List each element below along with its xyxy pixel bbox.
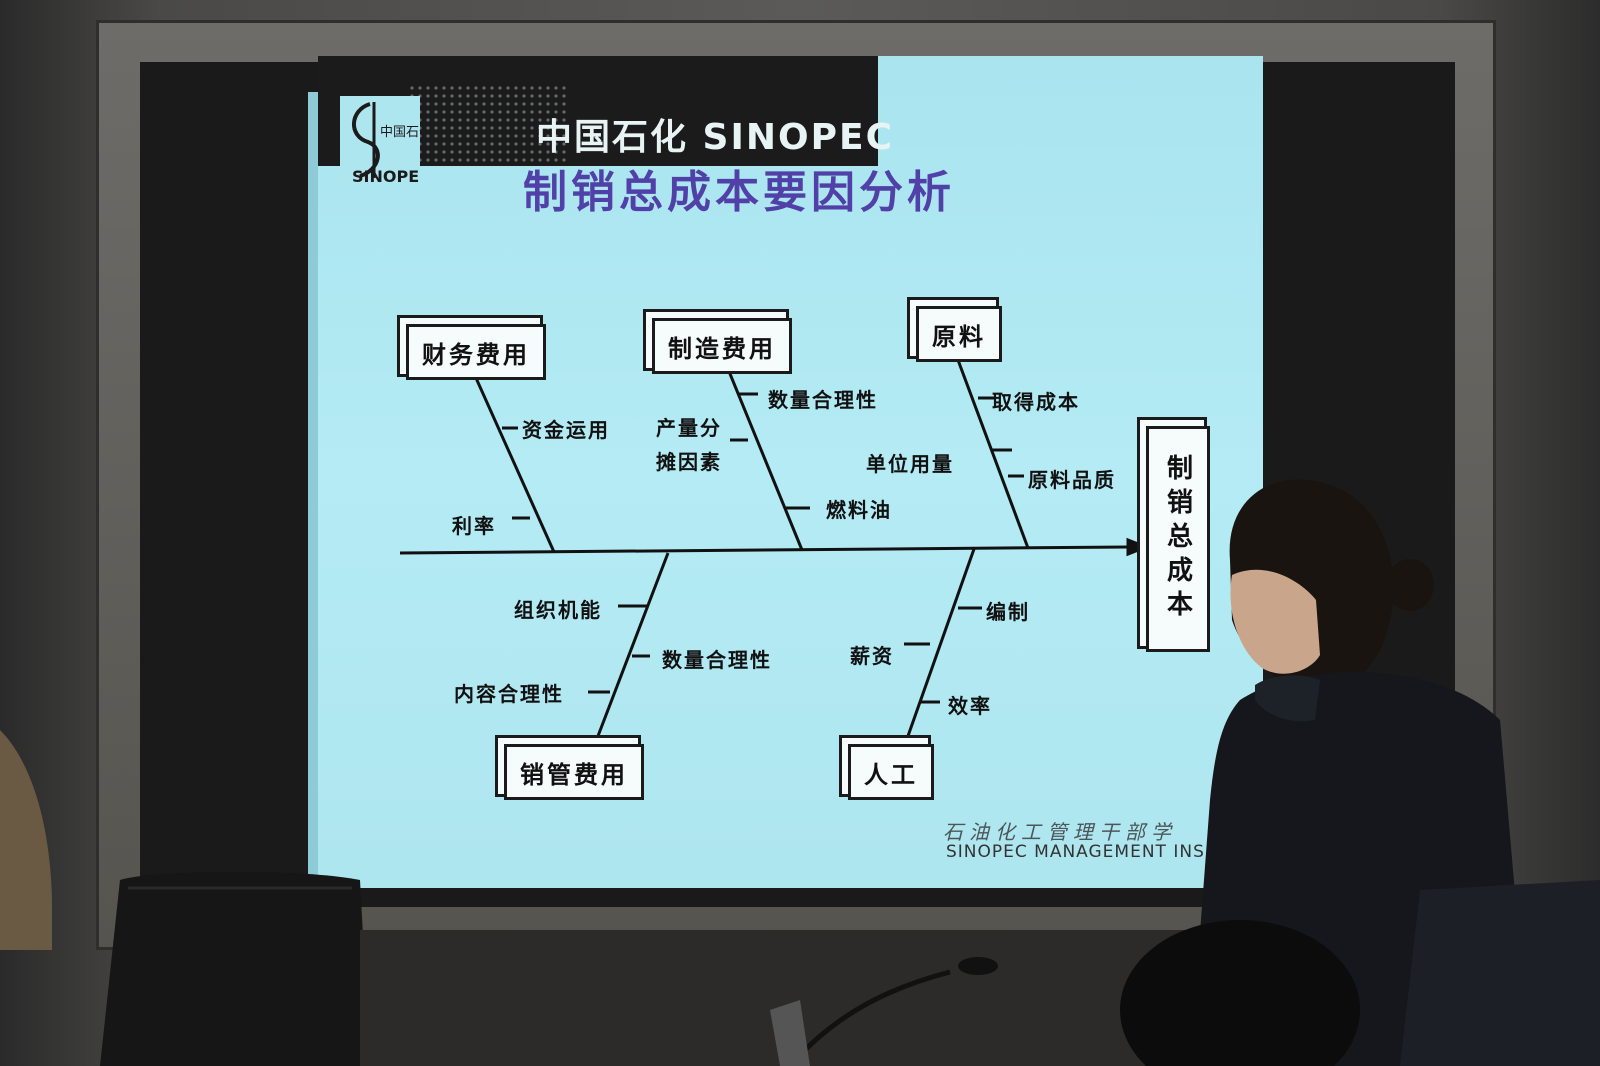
category-raw-material: 原料 [916,306,1002,362]
cause-material-quality: 原料品质 [1028,468,1116,492]
cause-output-allocation: 产量分 [656,416,722,440]
rib-finance [474,377,556,553]
brand-name: 中国石化 SINOPEC [536,117,894,158]
fishbone-spine [399,545,1129,555]
category-manufacturing: 制造费用 [652,318,792,374]
cause-staffing: 编制 [986,600,1030,624]
svg-text:中国石化: 中国石化 [380,125,420,140]
slide-title: 制销总成本要因分析 [523,167,955,218]
rib-raw-material [956,359,1030,549]
fishbone-head: 制销总成本 [1146,426,1210,652]
footer-institute-cn: 石油化工管理干部学 [943,820,1177,844]
cause-fuel-oil: 燃料油 [826,498,892,522]
cause-efficiency: 效率 [948,694,992,718]
cause-unit-usage: 单位用量 [866,452,954,476]
cause-org-function: 组织机能 [514,598,602,622]
cause-mfg-quantity: 数量合理性 [768,388,878,412]
projected-slide: 中国石化 SINOPEC 中国石化 SINOPEC 制销总成本要因分析 [318,56,1263,888]
rib-labor [906,548,976,737]
rib-sales-admin [596,552,670,737]
category-sales-admin: 销管费用 [504,744,644,800]
cause-allocation-factor: 摊因素 [656,450,722,474]
cause-sales-quantity: 数量合理性 [662,648,772,672]
logo-wordmark: SINOPEC [352,167,420,186]
cause-fund-usage: 资金运用 [522,418,610,442]
sinopec-logo-icon: 中国石化 SINOPEC [340,96,420,186]
footer-institute-en: SINOPEC MANAGEMENT INS [946,842,1205,862]
cause-content-rationality: 内容合理性 [454,682,564,706]
cause-salary: 薪资 [850,644,894,668]
cause-acquisition-cost: 取得成本 [992,390,1080,414]
cause-interest-rate: 利率 [452,514,496,538]
category-finance: 财务费用 [406,324,546,380]
spine-arrowhead [1126,537,1151,557]
category-labor: 人工 [848,744,934,800]
projection-edge [308,92,320,888]
fishbone-lines [399,359,1151,737]
decorative-dot-pattern [408,84,568,164]
